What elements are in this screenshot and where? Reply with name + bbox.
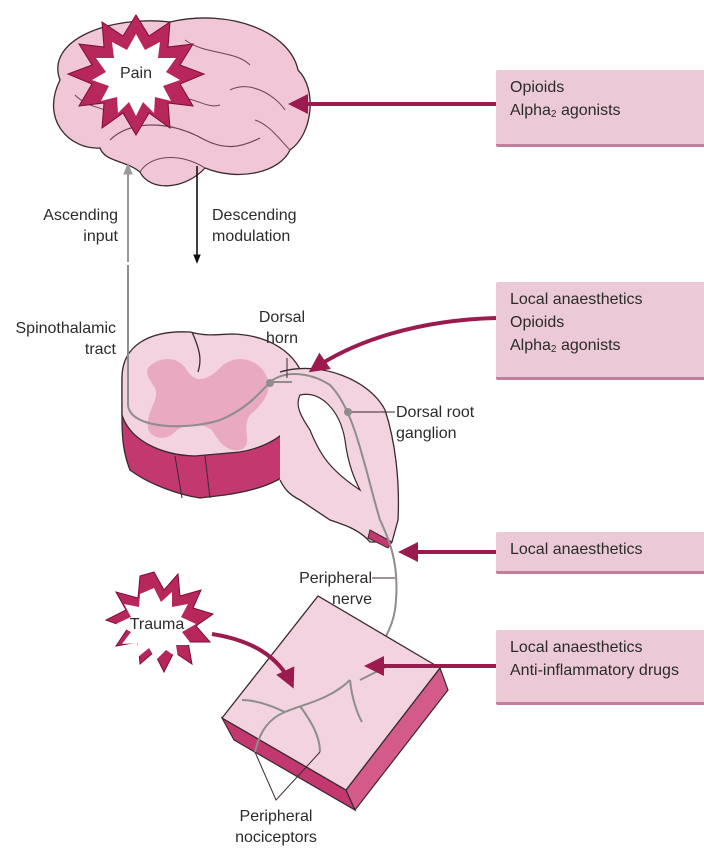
- spinothalamic-tract-label: Spinothalamic tract: [2, 318, 116, 360]
- peripheral-nerve-label: Peripheral nerve: [280, 568, 372, 610]
- spinal-cord-illustration: [122, 332, 305, 498]
- drug-box-nociceptors: Local anaesthetics Anti-inflammatory dru…: [496, 630, 704, 705]
- drug-box-dorsal-horn: Local anaesthetics Opioids Alpha2 agonis…: [496, 282, 704, 380]
- descending-modulation-label: Descending modulation: [212, 205, 297, 247]
- ascending-input-label: Ascending input: [20, 205, 118, 247]
- trauma-label: Trauma: [128, 614, 186, 635]
- pain-label: Pain: [115, 63, 157, 84]
- drug-box-brain: Opioids Alpha2 agonists: [496, 70, 704, 147]
- tissue-block-illustration: [222, 596, 448, 810]
- dorsal-horn-drug-arrow: [312, 318, 496, 370]
- dorsal-horn-label: Dorsal horn: [252, 307, 312, 349]
- dorsal-root-ganglion-label: Dorsal root ganglion: [396, 402, 474, 444]
- drug-box-peripheral-nerve: Local anaesthetics: [496, 532, 704, 574]
- peripheral-nociceptors-label: Peripheral nociceptors: [226, 806, 326, 848]
